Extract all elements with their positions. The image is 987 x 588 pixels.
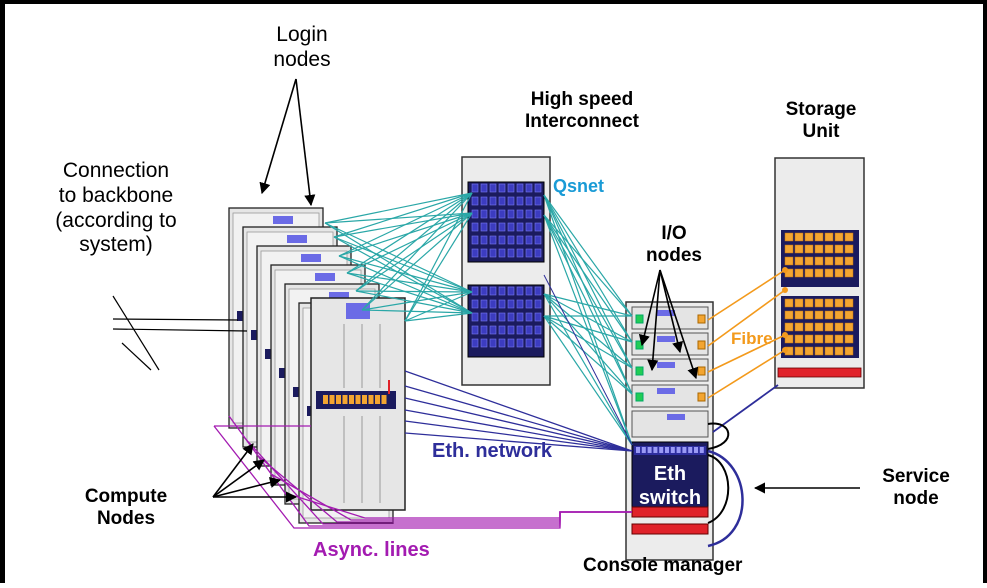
- io-node: [631, 384, 709, 408]
- pointer-arrows: [212, 78, 860, 503]
- backbone-links: [112, 295, 248, 371]
- qsnet-label: Qsnet: [553, 176, 605, 196]
- qsnet-links: [324, 192, 633, 446]
- fibre-label: Fibre: [731, 329, 773, 348]
- qsnet-switch: [461, 156, 551, 386]
- compute-node-racks: [228, 207, 406, 524]
- compute-rack-front: [310, 297, 406, 511]
- ethernet-links: [404, 370, 779, 452]
- eth-network-label: Eth. network: [432, 440, 553, 462]
- storage-unit: [774, 157, 865, 389]
- io-service-rack: [625, 301, 714, 561]
- async-lines-label: Async. lines: [313, 539, 430, 561]
- fibre-links: [707, 267, 788, 399]
- service-node-loops: [707, 422, 744, 548]
- io-node: [631, 306, 709, 330]
- console-manager-bar-2: [631, 523, 709, 535]
- console-manager-label: Console manager: [583, 555, 743, 576]
- io-node: [631, 332, 709, 356]
- storage-alert-bar: [777, 367, 862, 378]
